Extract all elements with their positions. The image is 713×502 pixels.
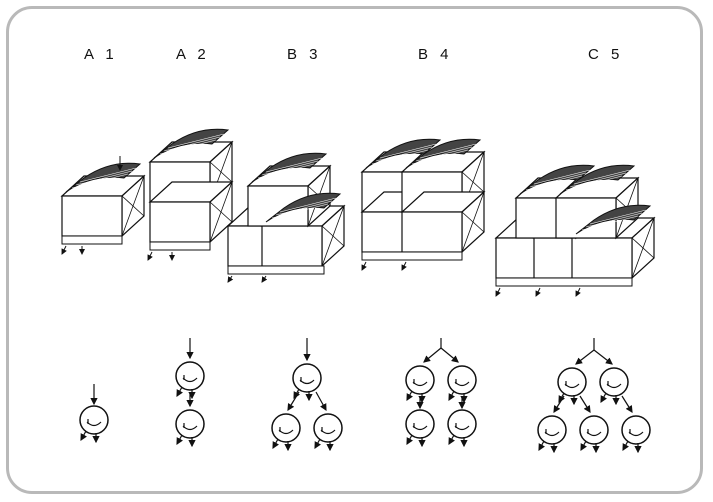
cabinet-b4	[361, 138, 485, 271]
config-label-b4: B 4	[418, 46, 453, 63]
config-label-b3: B 3	[287, 46, 322, 63]
config-label-c5: C 5	[588, 46, 624, 63]
cabinet-a1	[61, 156, 145, 255]
cabinet-c5	[495, 164, 655, 297]
cabinet-b3	[227, 152, 345, 283]
schematic-b4	[406, 338, 476, 446]
cabinet-a2	[147, 128, 233, 261]
config-label-a2: A 2	[176, 46, 210, 63]
schematic-c5	[538, 338, 650, 452]
schematic-a2	[176, 338, 204, 446]
schematic-a1	[80, 384, 108, 442]
schematic-b3	[272, 338, 342, 450]
config-label-a1: A 1	[84, 46, 118, 63]
